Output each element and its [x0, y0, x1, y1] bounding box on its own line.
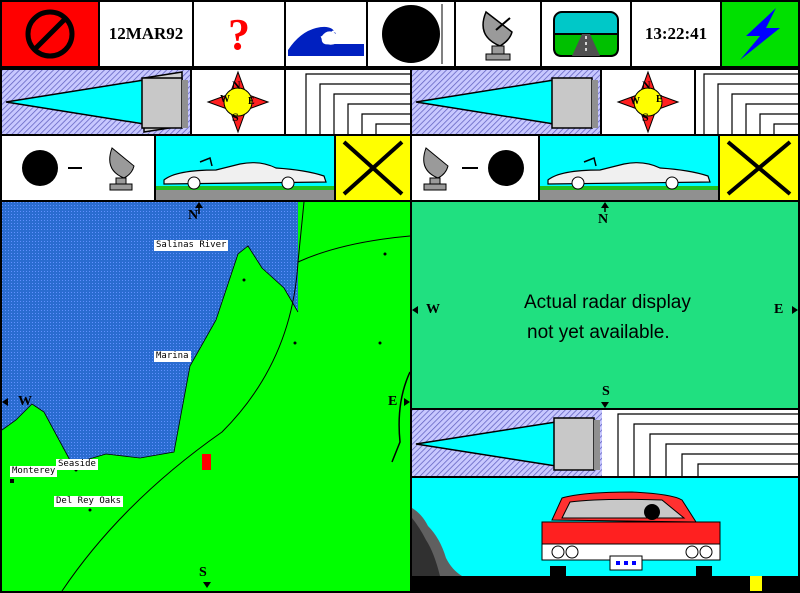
no-entry-icon [25, 9, 75, 59]
right-viewfinder-panel[interactable] [410, 68, 602, 136]
map-east-label: E [388, 394, 398, 409]
compass-w-label: W [220, 94, 230, 105]
car-front-scene [412, 491, 798, 591]
place-label-seaside: Seaside [56, 459, 98, 470]
view-cone-graphic [412, 410, 798, 476]
satellite-button[interactable] [454, 0, 542, 68]
left-vehicle-panel[interactable] [154, 134, 336, 202]
power-button[interactable] [720, 0, 800, 68]
vehicle-marker [202, 454, 211, 470]
map-south-label: S [199, 565, 207, 580]
lightning-icon [740, 8, 780, 60]
satellite-to-planet-icon [423, 147, 524, 191]
right-vehicle-panel[interactable] [538, 134, 720, 202]
place-label-salinas-river: Salinas River [154, 240, 229, 251]
range-arcs-graphic [305, 73, 410, 134]
lower-viewfinder-panel[interactable] [410, 408, 800, 478]
close-icon [726, 140, 792, 196]
sports-car-side-icon [156, 156, 334, 200]
radar-south-label: S [602, 384, 610, 399]
view-cone-graphic [2, 70, 190, 134]
radar-west-label: W [426, 302, 440, 317]
compass-e-label: E [656, 94, 663, 105]
planet-icon [382, 4, 443, 64]
left-compass-button[interactable]: N W E S [190, 68, 286, 136]
compass-e-label: E [248, 96, 255, 107]
compass-rose-icon [206, 70, 270, 134]
compass-s-label: S [232, 110, 239, 124]
date-display: 12MAR92 [98, 0, 194, 68]
map-graphic [2, 202, 410, 591]
left-range-scale[interactable] [284, 68, 412, 136]
right-range-scale[interactable] [694, 68, 800, 136]
map-west-label: W [18, 394, 32, 409]
place-label-del-rey-oaks: Del Rey Oaks [54, 496, 124, 507]
place-label-marina: Marina [154, 351, 191, 362]
range-arcs-graphic [703, 73, 798, 134]
compass-w-label: W [630, 96, 640, 107]
radar-arrows [412, 202, 798, 408]
radar-message-line1: Actual radar display [524, 292, 691, 313]
radar-north-label: N [598, 212, 609, 227]
satellite-dish-icon [482, 10, 513, 61]
right-close-button[interactable] [718, 134, 800, 202]
road-view-icon [553, 11, 619, 57]
radar-panel: N S W E Actual radar display not yet ava… [410, 200, 800, 410]
radar-message-line2: not yet available. [527, 322, 670, 343]
planet-to-satellite-icon [22, 147, 135, 191]
compass-n-label: N [642, 78, 651, 92]
left-close-button[interactable] [334, 134, 412, 202]
view-cone-graphic [412, 70, 600, 134]
left-target-selector[interactable] [0, 134, 156, 202]
planet-button[interactable] [366, 0, 456, 68]
compass-s-label: S [642, 110, 649, 124]
clock-text: 13:22:41 [644, 24, 708, 43]
clock-display: 13:22:41 [630, 0, 722, 68]
help-icon: ? [228, 9, 250, 59]
rear-camera-view [410, 476, 800, 593]
map-view[interactable]: N S W E Salinas River Marina Seaside Mon… [0, 200, 412, 593]
road-view-button[interactable] [540, 0, 632, 68]
right-compass-button[interactable]: N W E S [600, 68, 696, 136]
close-icon [342, 140, 404, 196]
date-text: 12MAR92 [108, 24, 184, 43]
sea-state-button[interactable] [284, 0, 368, 68]
compass-n-label: N [232, 78, 241, 92]
compass-rose-icon [616, 70, 680, 134]
left-viewfinder-panel[interactable] [0, 68, 192, 136]
place-label-monterey: Monterey [10, 466, 58, 477]
radar-east-label: E [774, 302, 784, 317]
map-north-label: N [188, 208, 199, 223]
cancel-button[interactable] [0, 0, 100, 68]
sports-car-side-icon [540, 156, 718, 200]
right-target-selector[interactable] [410, 134, 540, 202]
sea-wave-icon [288, 26, 364, 56]
help-button[interactable]: ? [192, 0, 286, 68]
